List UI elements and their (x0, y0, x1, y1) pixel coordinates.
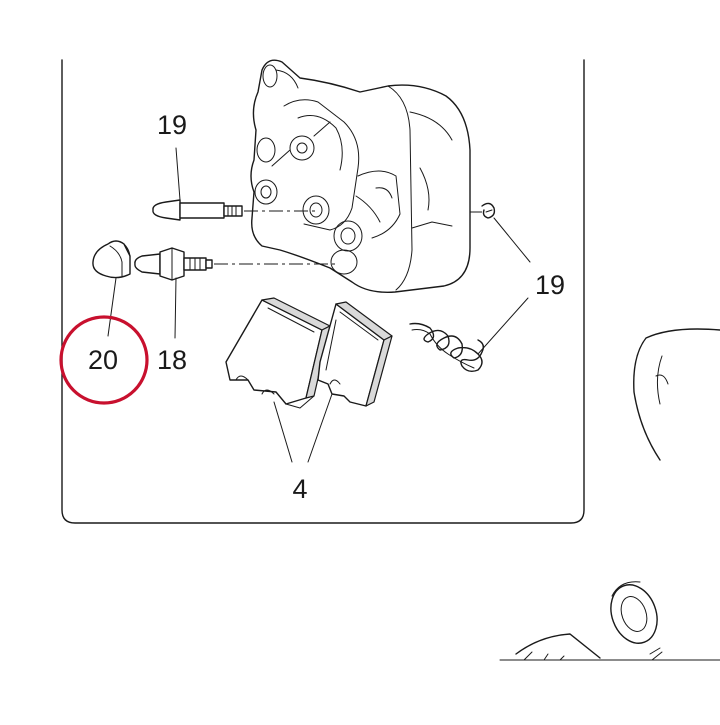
bleed-valve-part-18 (134, 247, 338, 281)
dust-cap-part-20 (92, 240, 131, 279)
callout-19-right: 19 (535, 270, 565, 300)
callout-18: 18 (157, 345, 187, 375)
callout-19-top: 19 (157, 110, 187, 140)
brake-pads-part-4 (225, 297, 393, 409)
clip-part-19 (470, 202, 496, 219)
adjacent-part-right (633, 328, 720, 461)
inset-frame (61, 59, 585, 524)
spring-clip (409, 322, 485, 373)
callout-4: 4 (292, 474, 307, 504)
leader-lines (107, 147, 531, 463)
highlight-circle (59, 315, 149, 405)
callout-20: 20 (88, 345, 118, 375)
caliper-body (250, 59, 471, 293)
adjacent-part-bottom (499, 581, 720, 661)
bolt-part-19 (152, 199, 318, 221)
